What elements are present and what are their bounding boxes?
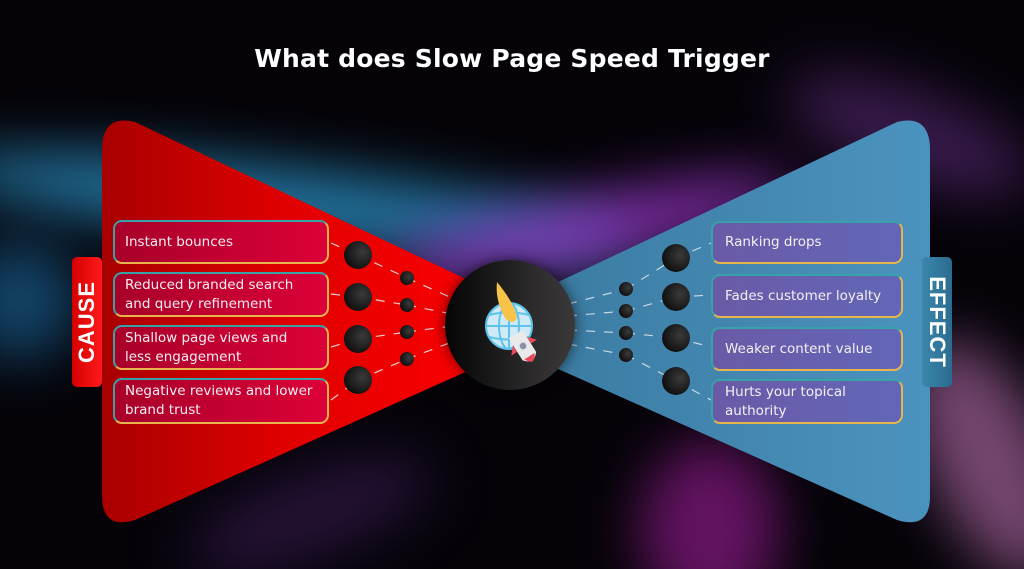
effect-node-large (662, 283, 690, 311)
cause-item: Negative reviews and lower brand trust (113, 378, 329, 424)
effect-item: Fades customer loyalty (711, 274, 903, 318)
cause-node-small (400, 325, 414, 339)
effect-item-text: Weaker content value (725, 340, 873, 357)
cause-node-large (344, 325, 372, 353)
effect-item: Weaker content value (711, 327, 903, 371)
cause-node-large (344, 366, 372, 394)
page-title: What does Slow Page Speed Trigger (254, 44, 770, 73)
effect-item-text: Hurts your topical authority (725, 383, 846, 419)
effect-node-large (662, 367, 690, 395)
effect-item: Ranking drops (711, 221, 903, 264)
cause-node-large (344, 283, 372, 311)
cause-item: Shallow page views and less engagement (113, 325, 329, 370)
cause-item: Instant bounces (113, 220, 329, 264)
cause-tab: CAUSE (72, 257, 102, 387)
cause-nodes (344, 241, 414, 394)
effect-node-large (662, 244, 690, 272)
cause-item-text: Reduced branded search and query refinem… (125, 276, 294, 312)
center-hub (445, 260, 575, 390)
cause-item-text: Instant bounces (125, 233, 233, 250)
cause-item: Reduced branded search and query refinem… (113, 272, 329, 317)
effect-nodes (619, 244, 690, 395)
effect-node-large (662, 324, 690, 352)
effect-label: EFFECT (925, 276, 950, 368)
effect-item: Hurts your topical authority (711, 379, 903, 424)
cause-node-small (400, 352, 414, 366)
cause-node-small (400, 298, 414, 312)
effect-node-small (619, 282, 633, 296)
cause-item-text: Shallow page views and less engagement (125, 329, 288, 365)
effect-tab: EFFECT (922, 257, 952, 387)
cause-item-text: Negative reviews and lower brand trust (125, 383, 313, 418)
effect-panel (520, 120, 930, 523)
rocket-globe-icon (485, 282, 537, 362)
effect-item-text: Ranking drops (725, 234, 822, 250)
effect-item-text: Fades customer loyalty (725, 287, 882, 304)
cause-node-small (400, 271, 414, 285)
cause-node-large (344, 241, 372, 269)
cause-label: CAUSE (74, 280, 100, 364)
effect-node-small (619, 326, 633, 340)
effect-node-small (619, 304, 633, 318)
effect-node-small (619, 348, 633, 362)
